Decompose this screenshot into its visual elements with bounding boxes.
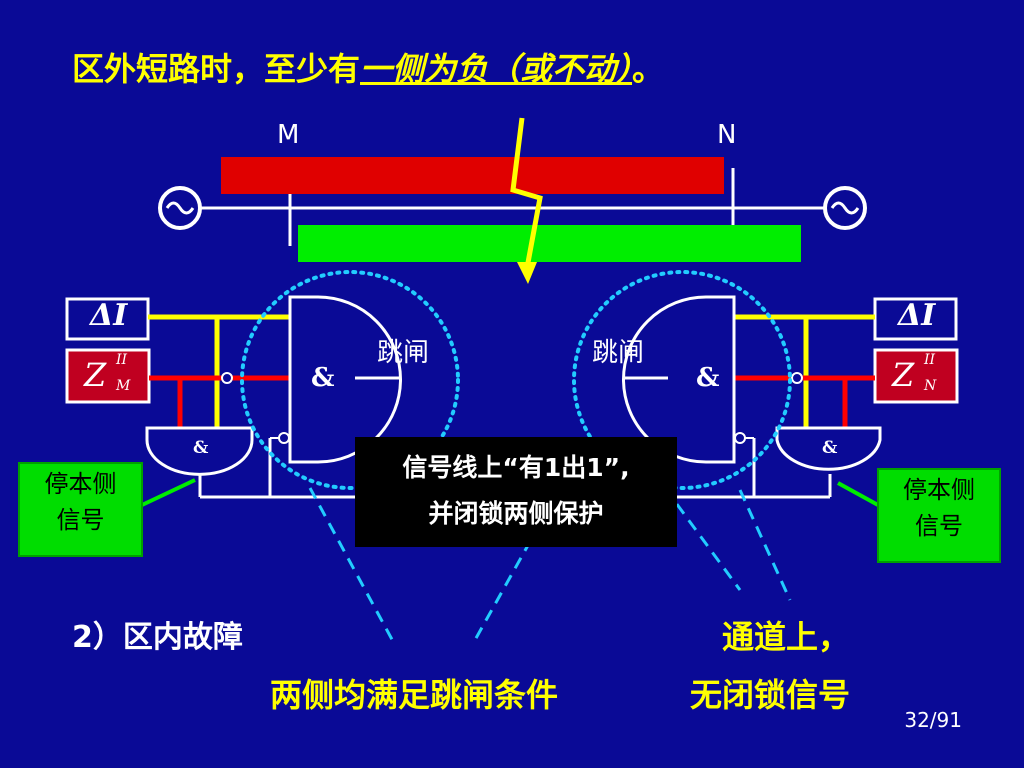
fault-lightning-icon	[510, 117, 543, 284]
left-z-box	[65, 348, 151, 404]
left-and-main-label: &	[311, 363, 335, 393]
right-stop-line1: 停本侧	[903, 476, 975, 504]
right-trip-label: 跳闸	[592, 338, 645, 368]
left-delta-i-label: ΔI	[90, 298, 128, 333]
slide-title: 区外短路时，至少有一侧为负（或不动）。	[72, 50, 665, 88]
left-stop-line2: 信号	[56, 506, 105, 534]
right-z-sup: II	[924, 352, 936, 368]
right-and-gate-small	[775, 426, 882, 471]
red-direction-bar	[221, 157, 724, 194]
generator-right-icon	[823, 186, 867, 230]
page-number: 32/91	[904, 708, 962, 732]
right-delta-i-label: ΔI	[898, 298, 936, 333]
left-stop-line1: 停本侧	[44, 470, 117, 498]
left-and-gate-small	[145, 426, 254, 476]
signal-note-box: 信号线上“有1出1”, 并闭锁两侧保护	[355, 437, 677, 547]
right-and-main-label: &	[696, 363, 720, 393]
generator-left-icon	[158, 186, 202, 230]
left-delta-i-box	[65, 297, 150, 341]
left-relay-logic	[65, 270, 830, 507]
right-relay-logic	[572, 270, 959, 507]
section2-note-right-line2: 无闭锁信号	[690, 676, 851, 714]
title-underlined: 一侧为负（或不动）	[360, 50, 633, 88]
signal-note-line2: 并闭锁两侧保护	[428, 499, 604, 528]
section2-heading: 2）区内故障	[72, 620, 243, 655]
right-and-small-label: &	[822, 438, 838, 458]
section2-note-left: 两侧均满足跳闸条件	[270, 676, 559, 714]
right-and-gate-main	[622, 295, 736, 464]
left-z-sup: II	[116, 352, 128, 368]
left-and-gate-main	[288, 295, 402, 464]
signal-note-line1: 信号线上“有1出1”,	[402, 453, 630, 482]
left-trip-label: 跳闸	[377, 338, 430, 368]
right-z-sub: N	[924, 378, 937, 394]
right-stop-signal-box: 停本侧 信号	[877, 468, 1001, 563]
left-dotted-circle	[240, 270, 460, 490]
right-z-label: Z	[892, 356, 915, 394]
left-stop-signal-box: 停本侧 信号	[18, 462, 143, 557]
left-and-small-label: &	[193, 438, 209, 458]
bus-m-label: M	[277, 120, 300, 150]
section2-note-right-line1: 通道上，	[722, 618, 851, 656]
left-z-sub: M	[116, 378, 131, 394]
right-stop-line2: 信号	[915, 512, 963, 540]
bus-n-label: N	[717, 120, 737, 150]
left-z-label: Z	[84, 356, 107, 394]
right-z-box	[873, 348, 959, 404]
right-dotted-circle	[572, 270, 792, 490]
green-direction-bar	[298, 225, 801, 262]
